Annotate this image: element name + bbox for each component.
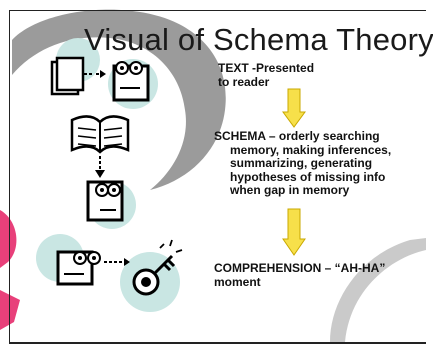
- down-arrow-1: [282, 88, 306, 128]
- schema-line: summarizing, generating: [230, 156, 373, 170]
- pink-arrow-shape: [0, 290, 20, 330]
- comprehension-label: COMPREHENSION – “AH-HA”: [214, 261, 386, 275]
- open-book-icon: [70, 115, 130, 178]
- slide-frame: [9, 10, 426, 344]
- swirl-bottom-right: [330, 238, 426, 342]
- reader-head-icon: [86, 180, 124, 222]
- down-arrow-2: [282, 208, 306, 256]
- schema-label: SCHEMA – orderly searching: [214, 129, 380, 143]
- schema-line: when gap in memory: [230, 183, 350, 197]
- text-continuation: to reader: [218, 74, 270, 89]
- text-label: TEXT -Presented: [218, 61, 315, 75]
- swirl-top-left: [12, 9, 226, 190]
- schema-line: hypotheses of missing info: [230, 169, 386, 184]
- schema-block: SCHEMA – orderly searching memory, makin…: [214, 129, 414, 198]
- schema-line: memory, making inferences,: [230, 142, 392, 157]
- reader-key-icon: [56, 239, 183, 296]
- pink-curl: [0, 210, 17, 268]
- document-arrow-reader-icon: [50, 56, 150, 102]
- comprehension-block: COMPREHENSION – “AH-HA” moment: [214, 261, 414, 289]
- slide-title: Visual of Schema Theory: [84, 22, 433, 57]
- text-block: TEXT -Presented to reader: [218, 61, 368, 89]
- comprehension-continuation: moment: [214, 274, 261, 289]
